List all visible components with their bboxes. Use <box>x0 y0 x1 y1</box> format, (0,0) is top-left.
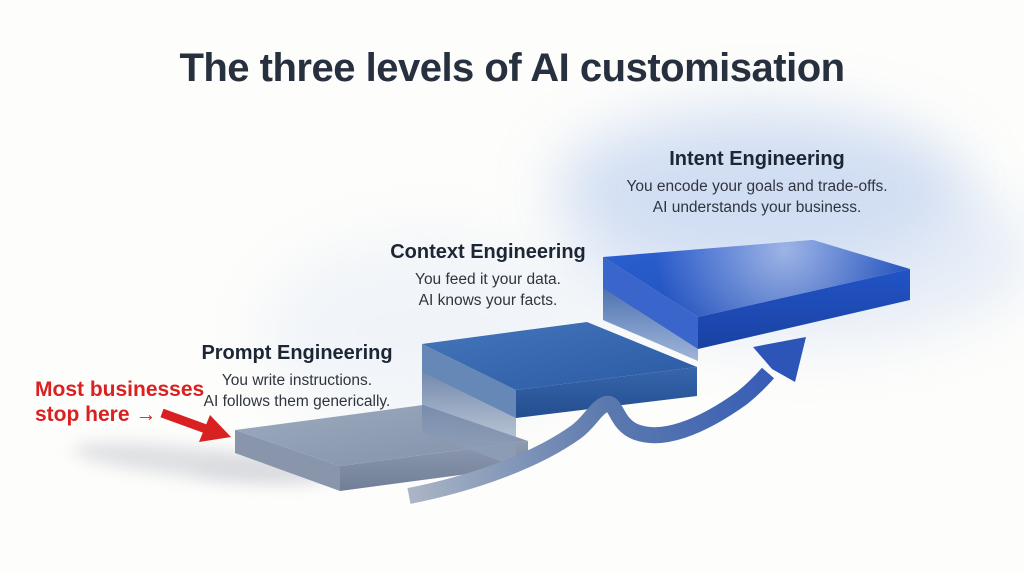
step-desc-context: You feed it your data. AI knows your fac… <box>390 270 586 312</box>
step-heading-prompt: Prompt Engineering <box>201 342 393 364</box>
step-3-front-face <box>698 269 910 349</box>
red-arrow-head <box>199 415 231 442</box>
page-title: The three levels of AI customisation <box>179 46 845 90</box>
step-2-slab <box>422 322 697 418</box>
step-desc-prompt-line2: AI follows them generically. <box>203 392 391 410</box>
step-desc-intent-line1: You encode your goals and trade-offs. <box>626 178 888 195</box>
step-3-side-face <box>603 257 698 349</box>
step-1-side-face <box>235 430 340 491</box>
step-desc-intent-line2: AI understands your business. <box>652 198 862 216</box>
growth-arrow-shaft <box>407 367 775 504</box>
step-heading-intent: Intent Engineering <box>669 148 845 170</box>
step-2-top-face <box>422 322 697 390</box>
step-label-prompt-engineering: Prompt Engineering You write instruction… <box>201 342 392 413</box>
step-label-intent-engineering: Intent Engineering You encode your goals… <box>626 148 887 219</box>
step-desc-intent: You encode your goals and trade-offs. AI… <box>626 177 887 219</box>
step-2-front-face <box>516 367 697 418</box>
step-desc-prompt: You write instructions. AI follows them … <box>201 371 392 413</box>
annotation-line1: Most businesses <box>35 378 205 401</box>
annotation-line2: stop here → <box>35 402 157 426</box>
growth-arrow <box>407 337 806 504</box>
annotation-most-businesses-stop-here: Most businesses stop here → <box>35 378 204 428</box>
step-desc-prompt-line1: You write instructions. <box>221 372 373 389</box>
step-desc-context-line1: You feed it your data. <box>415 271 561 288</box>
step-label-context-engineering: Context Engineering You feed it your dat… <box>390 241 586 312</box>
step-desc-context-line2: AI knows your facts. <box>418 291 558 309</box>
growth-arrow-head <box>753 337 806 382</box>
step-2-side-face <box>422 344 516 418</box>
red-arrow <box>160 408 231 442</box>
step-3-slab <box>603 240 910 349</box>
step-heading-context: Context Engineering <box>390 241 586 263</box>
red-arrow-shaft <box>160 408 208 434</box>
step-3-top-highlight <box>603 240 910 317</box>
